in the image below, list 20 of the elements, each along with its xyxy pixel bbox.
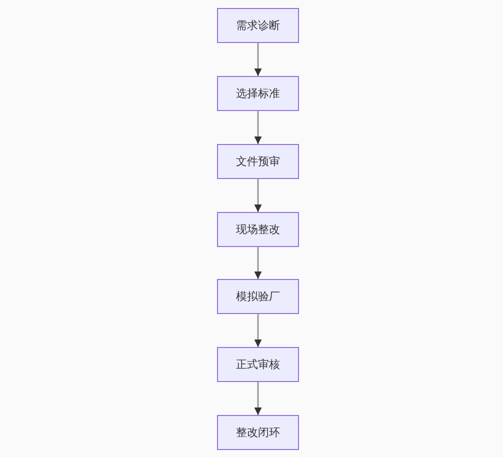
process-box [217, 347, 299, 382]
process-box [217, 76, 299, 111]
arrow [254, 382, 262, 415]
box-label: 整改闭环 [236, 426, 280, 440]
arrow [254, 314, 262, 347]
box-label: 需求诊断 [236, 18, 280, 32]
arrow [254, 43, 262, 76]
box-label: 正式审核 [236, 358, 280, 372]
process-box [217, 279, 299, 314]
box-label: 选择标准 [236, 86, 280, 100]
box-label: 文件预审 [236, 154, 280, 168]
arrow [254, 179, 262, 212]
arrow [254, 247, 262, 279]
process-box [217, 212, 299, 247]
process-box [217, 8, 299, 43]
arrow [254, 111, 262, 144]
process-box [217, 415, 299, 450]
box-label: 现场整改 [236, 222, 280, 236]
process-box [217, 144, 299, 179]
box-label: 模拟验厂 [236, 290, 280, 304]
